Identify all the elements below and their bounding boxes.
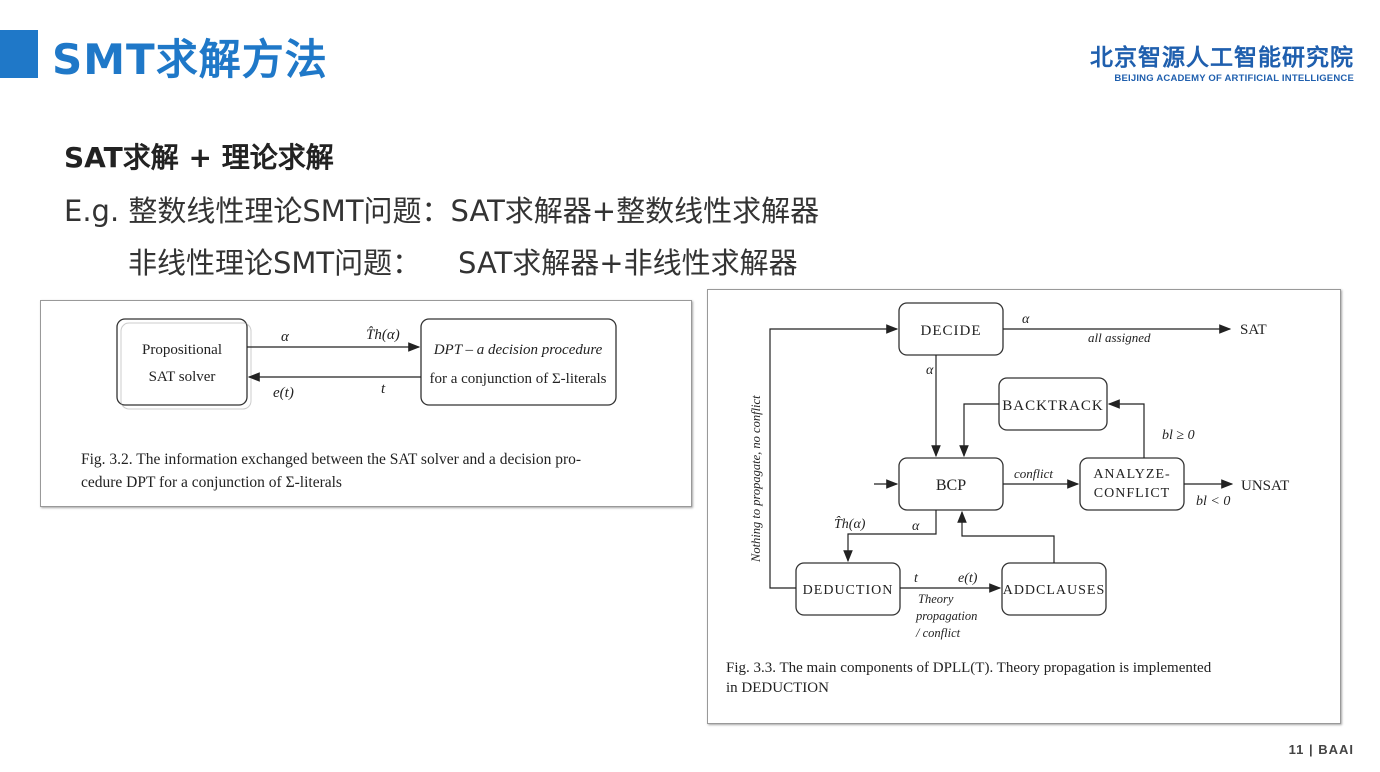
fig1-caption-2: cedure DPT for a conjunction of Σ-litera… <box>81 474 342 491</box>
logo-chinese: 北京智源人工智能研究院 <box>1090 45 1354 71</box>
body-line-2: E.g. 整数线性理论SMT问题：SAT求解器+整数线性求解器 <box>64 194 820 228</box>
page-number: 11 | BAAI <box>1288 742 1354 757</box>
label-sat: SAT <box>1240 322 1267 338</box>
label-all-assigned: all assigned <box>1088 330 1151 345</box>
fig2-caption-1: Fig. 3.3. The main components of DPLL(T)… <box>726 660 1212 676</box>
label-et: e(t) <box>273 385 294 401</box>
baai-logo: 北京智源人工智能研究院 BEIJING ACADEMY OF ARTIFICIA… <box>1090 38 1354 84</box>
slide-title: SMT求解方法 <box>52 35 328 84</box>
analyze-conflict-box <box>1079 457 1185 511</box>
label-alpha-mid: α <box>926 363 934 378</box>
sat-solver-box <box>116 318 248 406</box>
label-alpha-top: α <box>1022 312 1030 327</box>
label-theory-2: propagation <box>915 609 977 623</box>
label-unsat: UNSAT <box>1241 478 1289 494</box>
label-theory-3: / conflict <box>915 626 961 640</box>
analyze-label-1: ANALYZE- <box>1093 467 1170 482</box>
logo-english: BEIJING ACADEMY OF ARTIFICIAL INTELLIGEN… <box>1114 73 1354 84</box>
decision-procedure-label-2: for a conjunction of Σ-literals <box>429 371 606 387</box>
sat-solver-label-1: Propositional <box>142 342 222 358</box>
decision-procedure-label-1: DPT – a decision procedure <box>433 342 603 358</box>
deduction-box <box>795 562 901 616</box>
label-bl-lt: bl < 0 <box>1196 494 1230 509</box>
backtrack-label: BACKTRACK <box>1002 398 1104 414</box>
deduction-label: DEDUCTION <box>803 583 894 598</box>
label-th-alpha: T̂h(α) <box>366 327 400 343</box>
label-t-2: t <box>914 571 919 586</box>
label-t: t <box>381 381 386 397</box>
body-line-1: SAT求解 + 理论求解 <box>64 141 334 174</box>
label-alpha: α <box>281 329 290 345</box>
title-accent-bar <box>0 30 38 78</box>
label-theory-1: Theory <box>918 592 954 606</box>
label-conflict: conflict <box>1014 466 1053 481</box>
addclauses-label: ADDCLAUSES <box>1003 583 1106 598</box>
body-line-3: 非线性理论SMT问题： SAT求解器+非线性求解器 <box>128 246 798 280</box>
label-th-alpha-2: T̂h(α) <box>834 516 866 532</box>
fig2-caption-2: in DEDUCTION <box>726 680 829 696</box>
decide-label: DECIDE <box>921 323 982 339</box>
label-et-2: e(t) <box>958 571 978 586</box>
fig1-caption-1: Fig. 3.2. The information exchanged betw… <box>81 451 581 468</box>
label-bl-ge: bl ≥ 0 <box>1162 428 1195 443</box>
label-alpha-low: α <box>912 519 920 534</box>
figure-3-2: Propositional SAT solver DPT – a decisio… <box>40 300 692 507</box>
figure-3-3: DECIDE BACKTRACK BCP ANALYZE- CONFLICT D… <box>707 289 1341 724</box>
bcp-label: BCP <box>936 477 966 494</box>
analyze-label-2: CONFLICT <box>1094 486 1170 501</box>
sat-solver-label-2: SAT solver <box>149 369 216 385</box>
decision-procedure-box <box>420 318 617 406</box>
label-nothing-to-propagate: Nothing to propagate, no conflict <box>749 395 763 563</box>
